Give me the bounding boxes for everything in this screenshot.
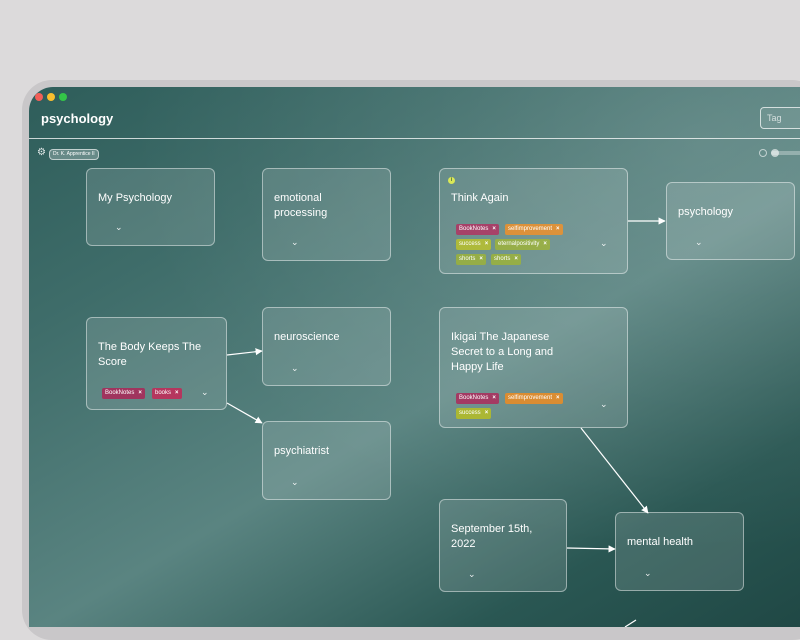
node-emotional-processing[interactable]: emotional processing ⌄ [262, 168, 391, 261]
edge-body-neuroscience [226, 348, 263, 356]
node-psychology[interactable]: psychology ⌄ [666, 182, 795, 260]
tag-chip[interactable]: selfimprovement× [505, 393, 563, 404]
node-title: The Body Keeps The Score [98, 341, 202, 368]
node-title: My Psychology [98, 192, 172, 204]
chevron-down-icon[interactable]: ⌄ [115, 222, 123, 232]
tag-chip[interactable]: shorts× [491, 254, 521, 265]
chevron-down-icon[interactable]: ⌄ [291, 363, 299, 373]
node-psychiatrist[interactable]: psychiatrist ⌄ [262, 421, 391, 500]
remove-tag-icon[interactable]: × [484, 410, 489, 416]
tag-chip[interactable]: shorts× [456, 254, 486, 265]
node-title: Ikigai The Japanese Secret to a Long and… [451, 331, 554, 373]
chevron-down-icon[interactable]: ⌄ [201, 387, 209, 397]
header-divider [29, 138, 800, 139]
chevron-down-icon[interactable]: ⌄ [600, 238, 608, 248]
remove-tag-icon[interactable]: × [556, 395, 560, 401]
remove-tag-icon[interactable]: × [492, 395, 496, 401]
node-mental-health[interactable]: mental health ⌄ [615, 512, 744, 591]
chevron-down-icon[interactable]: ⌄ [291, 237, 299, 247]
view-icon[interactable] [759, 149, 767, 157]
node-title: mental health [627, 536, 694, 548]
node-body-keeps-score[interactable]: The Body Keeps The Score BookNotes× book… [86, 317, 227, 410]
node-title: emotional processing [274, 192, 328, 219]
remove-tag-icon[interactable]: × [484, 241, 489, 247]
node-title: September 15th, 2022 [451, 523, 533, 550]
node-think-again[interactable]: i Think Again BookNotes× selfimprovement… [439, 168, 628, 274]
info-badge-icon: i [448, 177, 455, 184]
close-window-button[interactable] [35, 93, 43, 101]
chevron-down-icon[interactable]: ⌄ [644, 568, 652, 578]
remove-tag-icon[interactable]: × [175, 390, 179, 396]
tag-chip[interactable]: BookNotes× [456, 393, 499, 404]
remove-tag-icon[interactable]: × [543, 241, 547, 247]
remove-tag-icon[interactable]: × [479, 256, 483, 262]
node-my-psychology[interactable]: My Psychology ⌄ [86, 168, 215, 246]
chevron-down-icon[interactable]: ⌄ [600, 399, 608, 409]
tag-chip[interactable]: success× [456, 408, 492, 419]
remove-tag-icon[interactable]: × [138, 390, 142, 396]
node-september-15[interactable]: September 15th, 2022 ⌄ [439, 499, 567, 592]
node-title: psychiatrist [274, 445, 330, 457]
node-ikigai[interactable]: Ikigai The Japanese Secret to a Long and… [439, 307, 628, 428]
node-neuroscience[interactable]: neuroscience ⌄ [262, 307, 391, 386]
edge-body-psychiatrist [226, 402, 263, 424]
node-title: Think Again [451, 192, 509, 204]
chevron-down-icon[interactable]: ⌄ [468, 569, 476, 579]
remove-tag-icon[interactable]: × [492, 226, 496, 232]
minimize-window-button[interactable] [47, 93, 55, 101]
gear-icon[interactable]: ⚙ [37, 147, 46, 158]
remove-tag-icon[interactable]: × [514, 256, 518, 262]
remove-tag-icon[interactable]: × [556, 226, 560, 232]
tag-chip[interactable]: books× [152, 388, 182, 399]
maximize-window-button[interactable] [59, 93, 67, 101]
page-title: psychology [41, 111, 114, 126]
tag-chip[interactable]: selfimprovement× [505, 224, 563, 235]
zoom-slider[interactable] [771, 151, 800, 155]
tag-chip[interactable]: BookNotes× [456, 224, 499, 235]
zoom-slider-handle[interactable] [771, 149, 779, 157]
edge-offscreen [624, 619, 637, 627]
node-title: neuroscience [274, 331, 340, 343]
edge-september-mental-health [566, 545, 616, 553]
node-title: psychology [678, 206, 734, 218]
chevron-down-icon[interactable]: ⌄ [291, 477, 299, 487]
app-window: psychology ⚙ Dr. K. Apprentice II My Psy… [29, 87, 800, 627]
chevron-down-icon[interactable]: ⌄ [695, 237, 703, 247]
tag-chip[interactable]: BookNotes× [102, 388, 145, 399]
tag-search-input[interactable] [760, 107, 800, 129]
edge-ikigai-mental-health [580, 427, 649, 514]
tag-chip[interactable]: eternalpositivity× [495, 239, 550, 250]
user-chip[interactable]: Dr. K. Apprentice II [49, 149, 99, 160]
tag-chip[interactable]: success× [456, 239, 492, 250]
